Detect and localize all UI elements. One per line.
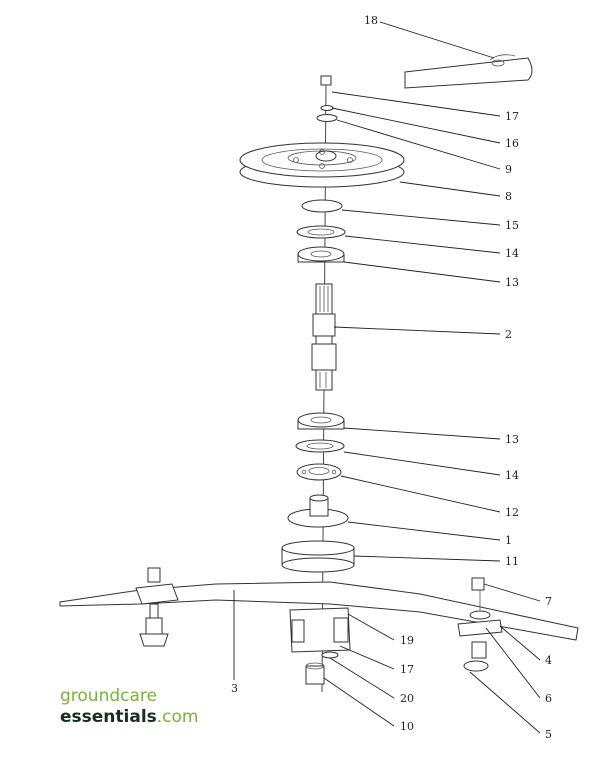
callout-4: 4 bbox=[545, 654, 552, 667]
leader-lines bbox=[233, 21, 541, 734]
part-housing bbox=[287, 494, 349, 528]
callout-16: 16 bbox=[505, 137, 519, 150]
part-lower-bracket bbox=[289, 607, 351, 659]
callout-11: 11 bbox=[505, 555, 519, 568]
part-bolt-top bbox=[320, 75, 332, 104]
callout-14-upper: 14 bbox=[505, 247, 519, 260]
part-left-pivot bbox=[135, 567, 179, 647]
brand-top-word: groundcare bbox=[60, 686, 157, 706]
callout-14-lower: 14 bbox=[505, 469, 519, 482]
callout-13-lower: 13 bbox=[505, 433, 519, 446]
part-bearing-upper bbox=[297, 246, 345, 263]
part-hub bbox=[296, 463, 342, 481]
callout-labels: 18 17 16 9 8 15 14 13 2 13 14 12 1 11 7 … bbox=[231, 14, 552, 741]
callout-3: 3 bbox=[231, 682, 238, 695]
part-seal-upper bbox=[296, 225, 346, 239]
callout-9: 9 bbox=[505, 163, 512, 176]
part-belt bbox=[404, 54, 533, 89]
part-deck-plate bbox=[59, 581, 579, 641]
part-blade-bolt bbox=[305, 662, 325, 685]
callout-1: 1 bbox=[505, 534, 512, 547]
callout-7: 7 bbox=[545, 595, 552, 608]
callout-5: 5 bbox=[545, 728, 552, 741]
callout-17-upper: 17 bbox=[505, 110, 519, 123]
brand-name: essentials bbox=[60, 707, 157, 727]
callout-20: 20 bbox=[400, 692, 414, 705]
part-right-pivot bbox=[457, 577, 503, 672]
callout-17-lower: 17 bbox=[400, 663, 414, 676]
callout-13-upper: 13 bbox=[505, 276, 519, 289]
callout-12: 12 bbox=[505, 506, 519, 519]
callout-10: 10 bbox=[400, 720, 414, 733]
callout-19: 19 bbox=[400, 634, 414, 647]
callout-15: 15 bbox=[505, 219, 519, 232]
callout-2: 2 bbox=[505, 328, 512, 341]
brand-logo: groundcare essentials.com bbox=[60, 686, 199, 728]
part-spacer-15 bbox=[301, 199, 343, 213]
part-spindle-shaft bbox=[311, 283, 337, 391]
callout-8: 8 bbox=[505, 190, 512, 203]
part-pulley bbox=[239, 142, 405, 188]
part-washer bbox=[316, 114, 338, 122]
callout-6: 6 bbox=[545, 692, 552, 705]
part-spacer-ring bbox=[281, 540, 355, 573]
brand-suffix: .com bbox=[156, 707, 199, 727]
callout-18: 18 bbox=[364, 14, 378, 27]
part-bearing-lower bbox=[297, 412, 345, 430]
part-lock-washer bbox=[320, 105, 334, 111]
brand-bottom-line: essentials.com bbox=[60, 707, 199, 728]
part-seal-lower bbox=[295, 439, 345, 453]
